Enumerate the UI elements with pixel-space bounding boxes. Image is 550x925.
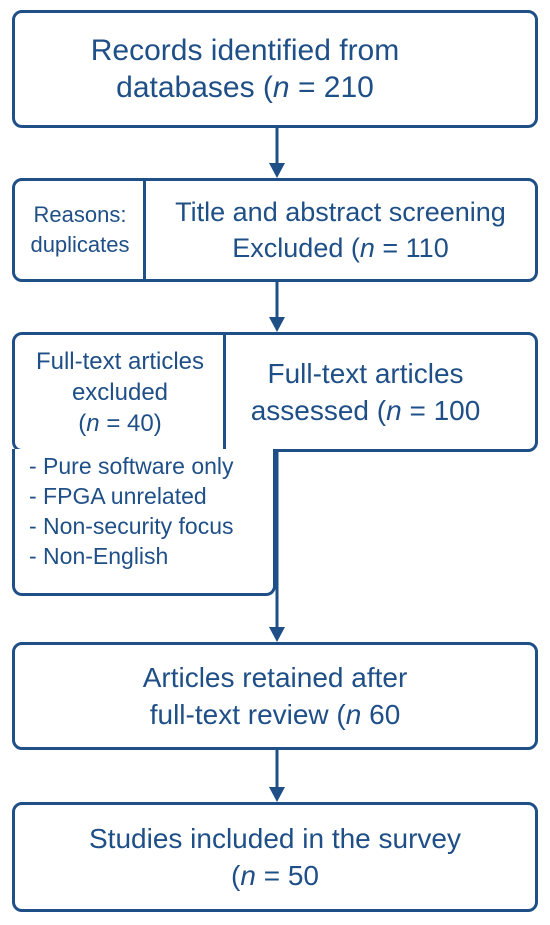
n-symbol: n [240,860,256,891]
included-line1: Studies included in the survey [89,823,461,854]
included-line2: (n = 50 [231,860,319,891]
screening-box: Reasons: duplicates Title and abstract s… [12,178,538,282]
screening-excluded: Excluded (n = 110 [232,233,449,263]
screening-reasons-label: Reasons: [33,202,127,227]
n-symbol: n [86,409,100,437]
retained-line1: Articles retained after [142,662,408,693]
identification-box: Records identified from databases (n = 2… [12,10,538,128]
assessed-line2: assessed (n = 100 [250,395,481,426]
arrowhead-included [269,787,285,802]
excluded-count: (n = 40) [78,409,162,437]
retained-box: Articles retained after full-text review… [12,642,538,750]
excluded-cell: Full-text articles excluded (n = 40) [15,335,225,449]
retained-text: Articles retained after full-text review… [15,645,535,747]
arrowhead-screening [269,163,285,178]
excluded-line2: excluded [71,378,169,406]
assessed-line1: Full-text articles [267,358,464,389]
exclusion-reason: - FPGA unrelated [29,483,207,509]
screening-title: Title and abstract screening [175,197,506,227]
n-symbol: n [345,699,362,730]
n-symbol: n [359,233,375,263]
n-symbol: n [386,395,402,426]
exclusion-reason: - Non-security focus [29,513,234,539]
arrowhead-eligibility [269,317,285,332]
eligibility-divider [223,335,226,449]
identification-line1: Records identified from [90,34,400,67]
included-box: Studies included in the survey (n = 50 [12,802,538,912]
screening-reasons-value: duplicates [30,232,130,257]
n-symbol: n [272,71,290,104]
assessed-cell: Full-text articles assessed (n = 100 [226,335,535,449]
arrowhead-retained [269,627,285,642]
screening-reasons-cell: Reasons: duplicates [15,181,145,279]
excluded-line1: Full-text articles [35,347,205,375]
screening-divider [143,181,146,279]
exclusion-reasons-box: - Pure software only - FPGA unrelated - … [12,449,276,596]
exclusion-reason: - Non-English [29,543,169,569]
eligibility-box: Full-text articles excluded (n = 40) Ful… [12,332,538,452]
identification-text: Records identified from databases (n = 2… [15,13,535,125]
retained-line2: full-text review (n 60 [149,699,401,730]
exclusion-reason: - Pure software only [29,453,234,479]
screening-main-cell: Title and abstract screening Excluded (n… [146,181,535,279]
identification-line2: databases (n = 210 [116,71,374,104]
included-text: Studies included in the survey (n = 50 [15,805,535,909]
